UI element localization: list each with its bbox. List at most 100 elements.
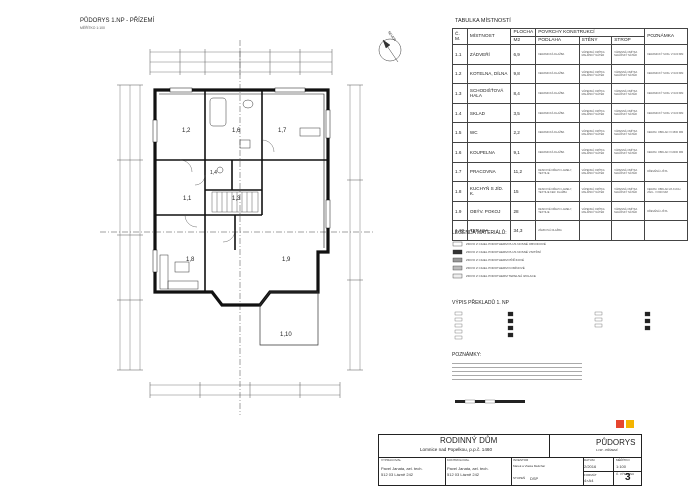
cell-num: 1.10 <box>452 220 468 241</box>
cell-area: 6,9 <box>510 44 537 65</box>
cell-area: 28 <box>510 200 537 222</box>
cell-floor: KERAMICKÁ DLAŽBA <box>535 141 580 163</box>
cell-floor: DESKOVÉ DŘEVO LAMELY, TEXTILIE <box>535 200 580 222</box>
scale: 1:100 <box>616 464 627 469</box>
cell-num: 1.6 <box>452 141 468 163</box>
cell-ceiling: VÁPENNÁ OMÍTKA MALÍŘSKÝ NÁTĚR <box>611 44 646 65</box>
interior-walls <box>155 90 328 292</box>
legend-item: ZDIVO Z CIHEL POROTHERM TEPELNÁ IZOLACE <box>466 274 536 278</box>
legend-item: ZDIVO Z CIHEL POROTHERM PLUS NOSNÉ OBVOD… <box>466 242 546 246</box>
cell-area: 2,2 <box>510 122 537 143</box>
cell-name: SKLAD <box>466 102 512 124</box>
terrace-outline <box>259 291 319 346</box>
cell-note: DŘEVĚNÁ LIŠTA <box>644 161 688 183</box>
cell-area: 9,1 <box>510 141 537 163</box>
sheet-number: 3 <box>625 472 631 483</box>
cell-num: 1.1 <box>452 44 468 65</box>
author-address: 512 03 Lázně 242 <box>381 472 414 477</box>
plan-title: PŮDORYS 1.NP - PŘÍZEMÍ <box>80 18 155 24</box>
room-label-1-10: 1,10 <box>280 332 292 338</box>
checker: Pavel Janata, ael. tech. <box>447 466 489 471</box>
author-label: VYPRACOVAL <box>381 458 402 462</box>
cell-walls: VÁPENNÁ OMÍTKA MALÍŘSKÝ NÁTĚR <box>578 102 613 124</box>
format-label: FORMÁT <box>584 473 597 477</box>
company-logo <box>616 420 634 428</box>
legend-title: LEGENDA MATERIÁLŮ: <box>452 230 507 236</box>
cell-walls: VÁPENNÁ OMÍTKA MALÍŘSKÝ NÁTĚR <box>578 200 613 222</box>
cell-num: 1.3 <box>452 83 468 104</box>
col-area: PLOCHA <box>510 28 537 37</box>
sheet-label: Č. VÝKRESU <box>616 472 635 476</box>
cell-name: KOUPELNA <box>466 141 512 163</box>
col-walls: STĚNY <box>578 36 613 45</box>
lintels-title: VÝPIS PŘEKLADŮ 1. NP <box>452 300 509 306</box>
author: Pavel Janata, ael. tech. <box>381 466 423 471</box>
col-num: Č. M. <box>452 28 468 45</box>
cell-note: KERAM. OBKLAD V=1500 MM <box>644 122 688 143</box>
col-floor: PODLAHA <box>535 36 580 45</box>
cell-name: PRACOVNA <box>466 161 512 183</box>
cell-walls: VÁPENNÁ OMÍTKA MALÍŘSKÝ NÁTĚR <box>578 161 613 183</box>
dimension-lines <box>119 51 361 396</box>
cell-ceiling: VÁPENNÁ OMÍTKA MALÍŘSKÝ NÁTĚR <box>611 102 646 124</box>
room-label-1-9: 1,9 <box>282 257 291 263</box>
cell-name: KUCHYŇ S JÍD. K. <box>466 181 512 202</box>
lintels-symbols <box>454 311 651 340</box>
drawing-subtitle: 1.NP - PŘÍZEMÍ <box>596 448 618 452</box>
room-label-1-2: 1,2 <box>182 128 191 134</box>
cell-floor: KERAMICKÁ DLAŽBA <box>535 63 580 85</box>
cell-note: KERAM. OBKLAD ZA KUCH. ZÁKL. V=600 MM <box>644 181 688 202</box>
windows <box>152 87 331 273</box>
cell-num: 1.9 <box>452 200 468 222</box>
cell-ceiling: VÁPENNÁ OMÍTKA MALÍŘSKÝ NÁTĚR <box>611 200 646 222</box>
table-title: TABULKA MÍSTNOSTÍ <box>455 18 511 24</box>
cell-ceiling <box>611 220 646 241</box>
cell-walls: VÁPENNÁ OMÍTKA MALÍŘSKÝ NÁTĚR <box>578 181 613 202</box>
cell-ceiling: VÁPENNÁ OMÍTKA MALÍŘSKÝ NÁTĚR <box>611 83 646 104</box>
room-label-1-4: 1,4 <box>210 170 217 176</box>
date-label: DATUM <box>584 458 595 462</box>
room-label-1-8: 1,8 <box>186 257 195 263</box>
cell-num: 1.2 <box>452 63 468 85</box>
investor-label: INVESTOR <box>513 458 529 462</box>
cell-walls: VÁPENNÁ OMÍTKA MALÍŘSKÝ NÁTĚR <box>578 63 613 85</box>
cell-walls <box>578 220 613 241</box>
cell-name: WC <box>466 122 512 143</box>
cell-floor: KERAMICKÁ DLAŽBA <box>535 102 580 124</box>
title-block <box>378 434 642 486</box>
cell-area: 34,3 <box>510 220 537 241</box>
project-location: Lomnice nad Popelkou, p.p.č. 1460 <box>420 447 493 452</box>
col-area-unit: M2 <box>510 36 537 45</box>
cell-num: 1.7 <box>452 161 468 183</box>
room-label-1-7: 1,7 <box>278 128 287 134</box>
cell-floor: DESKOVÉ DŘEVO LAMELY, TEXTILIE KER. DLAŽ… <box>535 181 580 202</box>
cell-note: KERAMICKÝ SOKL V=100 MM <box>644 63 688 85</box>
cell-note: KERAMICKÝ SOKL V=100 MM <box>644 102 688 124</box>
stage-label: STUPEŇ <box>513 476 526 480</box>
door-swings <box>179 139 275 243</box>
exterior-walls <box>153 88 330 307</box>
notes-title: POZNÁMKY: <box>452 352 482 358</box>
col-note: POZNÁMKA <box>644 28 688 45</box>
cell-area: 3,5 <box>510 102 537 124</box>
col-finishes: POVRCHY KONSTRUKCÍ <box>535 28 646 37</box>
plan-scale: MĚŘÍTKO 1:100 <box>80 26 105 30</box>
kitchen-counter <box>159 254 199 290</box>
room-table: Č. M. MÍSTNOST PLOCHA POVRCHY KONSTRUKCÍ… <box>452 28 688 241</box>
cell-floor: KERAMICKÁ DLAŽBA <box>535 122 580 143</box>
cell-note: KERAMICKÝ SOKL V=100 MM <box>644 44 688 65</box>
col-room: MÍSTNOST <box>466 28 512 45</box>
room-label-1-1: 1,1 <box>183 196 192 202</box>
investor: Marek a Vlasta Melichar <box>513 464 546 468</box>
staircase <box>211 191 259 213</box>
cell-area: 15 <box>510 181 537 202</box>
